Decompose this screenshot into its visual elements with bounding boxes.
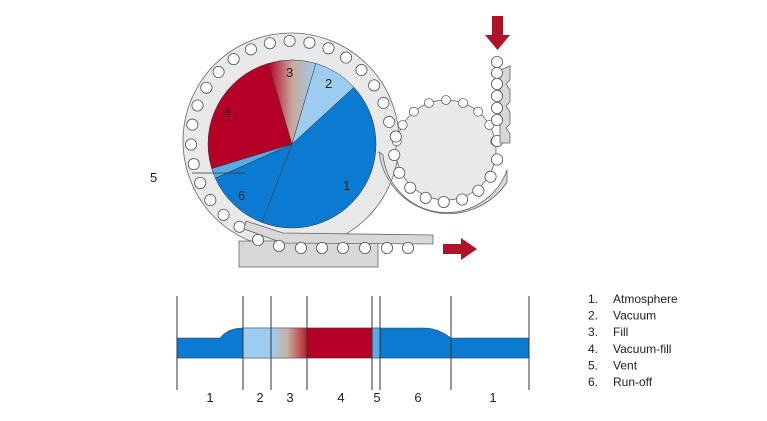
- timeline-label: 3: [286, 390, 293, 405]
- container-hole: [186, 118, 199, 131]
- container-hole: [419, 191, 432, 204]
- sector-label-1: 1: [343, 178, 350, 193]
- outfeed-guide-rail: [243, 220, 434, 245]
- timeline-label: 2: [256, 390, 263, 405]
- feed-containers: [490, 56, 503, 127]
- container-hole: [389, 130, 402, 143]
- sector-label-2: 2: [325, 76, 332, 91]
- legend-number: 3.: [588, 325, 598, 339]
- outfeed-arrow-icon: [443, 238, 477, 260]
- timeline-labels: 1 2 3 4 5 6 1: [206, 390, 496, 405]
- infeed-guide: [378, 151, 508, 214]
- timeline-label: 1: [489, 390, 496, 405]
- star-wheel-pocket: [408, 106, 419, 117]
- container-hole: [490, 56, 503, 69]
- phase-pie: [207, 59, 377, 229]
- sector-label-3: 3: [286, 65, 293, 80]
- timeline-band-vent: [372, 328, 380, 358]
- container-hole: [472, 184, 485, 197]
- legend-number: 6.: [588, 375, 598, 389]
- sector-atmosphere: [261, 86, 377, 229]
- container-hole: [227, 53, 240, 66]
- container-hole: [294, 241, 307, 254]
- container-hole: [204, 194, 217, 207]
- outfeed-base-plate: [238, 240, 379, 268]
- legend-number: 4.: [588, 342, 598, 356]
- container-hole: [490, 67, 503, 80]
- container-hole: [200, 81, 213, 94]
- container-hole: [217, 208, 230, 221]
- legend-text: Fill: [613, 325, 628, 339]
- container-hole: [263, 37, 276, 50]
- timeline-dividers: [176, 296, 530, 390]
- container-hole: [272, 239, 285, 252]
- timeline-label: 4: [337, 390, 344, 405]
- container-hole: [490, 90, 503, 103]
- legend-number: 1.: [588, 292, 598, 306]
- timeline-band-fill: [271, 328, 307, 358]
- timeline-label: 1: [206, 390, 213, 405]
- container-hole: [244, 43, 257, 56]
- sector-vacuum-fill: [207, 63, 293, 169]
- container-hole: [340, 51, 353, 64]
- container-hole: [212, 66, 225, 79]
- star-wheel-pocket: [423, 98, 434, 108]
- phase-timeline: [176, 327, 530, 359]
- timeline-label: 5: [373, 390, 380, 405]
- container-hole: [185, 138, 198, 151]
- container-hole: [377, 96, 390, 109]
- container-hole: [355, 64, 368, 77]
- sector-label-5: 5: [150, 170, 157, 185]
- container-hole: [404, 181, 417, 194]
- container-hole: [315, 241, 328, 254]
- outfeed-containers: [251, 233, 414, 254]
- container-hole: [484, 170, 497, 183]
- container-hole: [303, 36, 316, 49]
- container-hole: [251, 233, 264, 246]
- legend-text: Vacuum: [613, 309, 656, 323]
- legend-number: 2.: [588, 309, 598, 323]
- sector-run-off: [214, 143, 293, 223]
- container-hole: [336, 241, 349, 254]
- container-hole: [368, 79, 381, 92]
- sector-vacuum: [291, 63, 355, 145]
- infeed-arrow-icon: [485, 16, 510, 50]
- legend: 1. Atmosphere 2. Vacuum 3. Fill 4. Vacuum-fill 5…: [588, 292, 678, 389]
- star-wheel-pocket: [473, 106, 484, 117]
- legend-text: Atmosphere: [613, 292, 678, 306]
- container-hole: [380, 241, 393, 254]
- container-hole: [456, 193, 469, 206]
- container-hole: [393, 166, 406, 179]
- timeline-band-vacuum: [243, 328, 271, 358]
- timeline-label: 6: [414, 390, 421, 405]
- container-hole: [490, 114, 503, 127]
- container-hole: [383, 115, 396, 128]
- container-hole: [490, 102, 503, 115]
- container-hole: [490, 78, 503, 91]
- container-hole: [187, 158, 200, 171]
- main-wheel-holes: [185, 35, 396, 233]
- timeline-band-vacuum-fill: [307, 328, 372, 358]
- legend-number: 5.: [588, 358, 598, 372]
- legend-text: Vacuum-fill: [613, 342, 671, 356]
- container-hole: [233, 220, 246, 233]
- container-hole: [283, 35, 296, 48]
- infeed-star-wheel: [388, 95, 504, 208]
- sector-label-6: 6: [238, 188, 245, 203]
- container-hole: [322, 42, 335, 55]
- container-hole: [388, 148, 401, 161]
- container-hole: [358, 241, 371, 254]
- sector-label-4: 4: [224, 105, 231, 120]
- star-wheel-pocket: [458, 98, 469, 108]
- container-hole: [491, 153, 504, 166]
- container-hole: [194, 176, 207, 189]
- star-wheel-pocket: [397, 120, 408, 130]
- container-hole: [437, 195, 450, 208]
- container-hole: [191, 99, 204, 112]
- legend-text: Run-off: [613, 375, 653, 389]
- legend-text: Vent: [613, 358, 638, 372]
- container-hole: [401, 241, 414, 254]
- star-wheel-pocket: [441, 95, 451, 105]
